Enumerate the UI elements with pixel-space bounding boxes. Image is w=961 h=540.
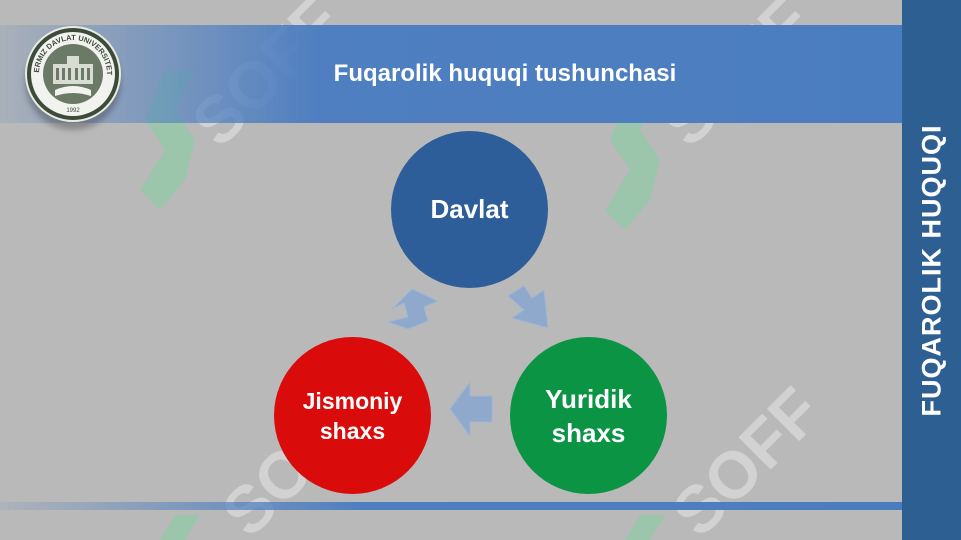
side-title: FUQAROLIK HUQUQI	[902, 0, 961, 540]
node-jismoniy-label-line2: shaxs	[319, 417, 386, 444]
slide-title: Fuqarolik huquqi tushunchasi	[333, 60, 677, 87]
arrow-yuridik-to-jismoniy-icon	[449, 380, 493, 438]
university-seal-logo: TERMIZ DAVLAT UNIVERSITETI 1992	[25, 26, 121, 122]
seal-year: 1992	[66, 108, 80, 114]
side-title-text: FUQAROLIK HUQUQI	[916, 124, 946, 416]
watermark-leaf-icon	[625, 515, 665, 540]
arrow-jismoniy-to-davlat-icon	[386, 288, 440, 330]
node-jismoniy-shaxs: Jismoniy shaxs	[274, 337, 431, 494]
seal-icon: TERMIZ DAVLAT UNIVERSITETI 1992	[25, 26, 119, 120]
node-yuridik-label-line2: shaxs	[551, 417, 626, 448]
side-bar	[902, 0, 961, 540]
node-davlat-label: Davlat	[430, 194, 509, 224]
node-yuridik-shaxs: Yuridik shaxs	[510, 337, 667, 494]
header-band	[0, 25, 902, 123]
bottom-divider	[0, 502, 902, 510]
node-davlat: Davlat	[391, 131, 548, 288]
node-jismoniy-label-line1: Jismoniy	[302, 387, 403, 414]
watermark-leaf-icon	[160, 515, 200, 540]
node-yuridik-label-line1: Yuridik	[545, 383, 632, 414]
watermark-leaf-icon	[605, 90, 660, 230]
arrow-davlat-to-yuridik-icon	[507, 285, 549, 329]
cycle-arrows	[386, 285, 549, 438]
